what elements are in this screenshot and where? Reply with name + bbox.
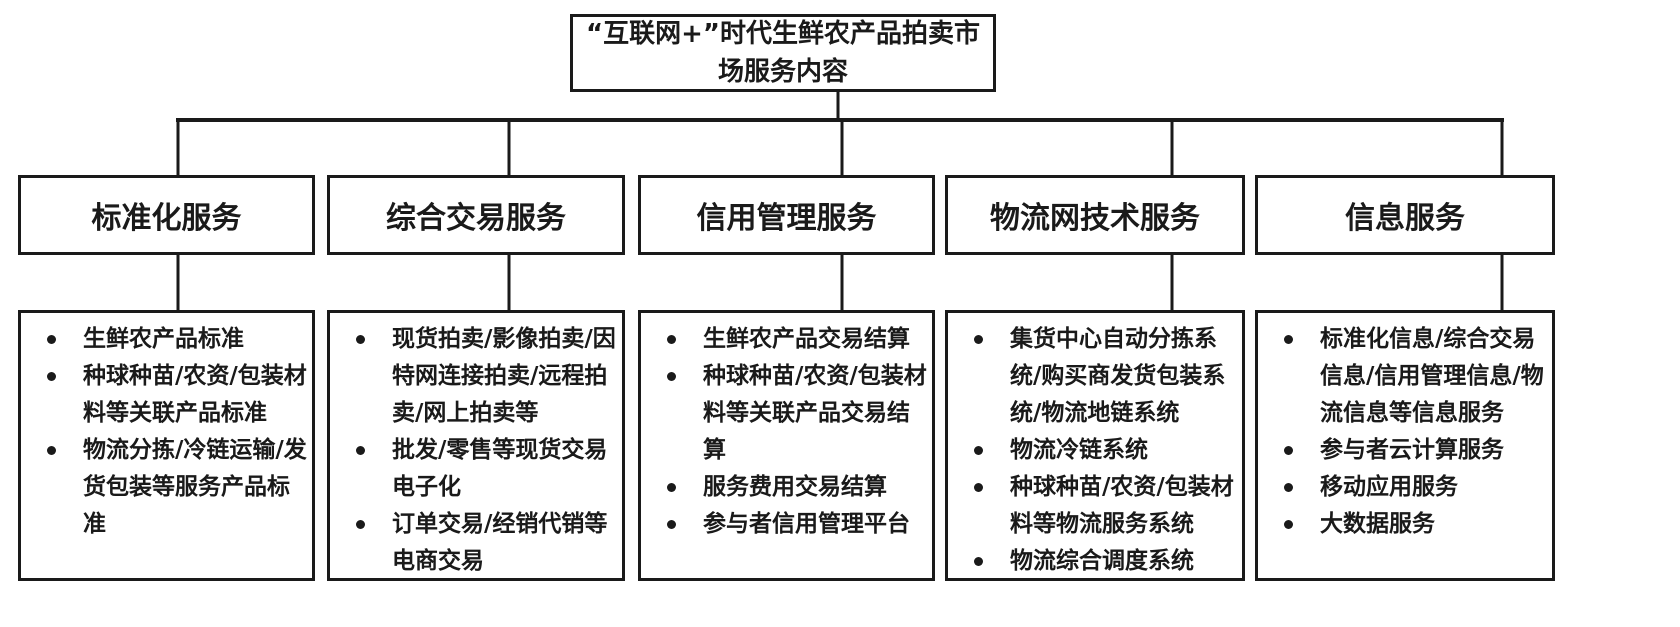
bullet-icon bbox=[356, 520, 365, 529]
list-item-text: 标准化信息/综合交易信息/信用管理信息/物流信息等信息服务 bbox=[1320, 326, 1544, 426]
list-item: 参与者信用管理平台 bbox=[641, 506, 928, 543]
bullet-list: 现货拍卖/影像拍卖/因特网连接拍卖/远程拍卖/网上拍卖等 批发/零售等现货交易电… bbox=[330, 321, 618, 578]
list-item-text: 种球种苗/农资/包装材料等关联产品交易结算 bbox=[703, 363, 927, 463]
branch-items-information: 标准化信息/综合交易信息/信用管理信息/物流信息等信息服务 参与者云计算服务 移… bbox=[1255, 310, 1555, 581]
bullet-icon bbox=[356, 335, 365, 344]
list-item: 参与者云计算服务 bbox=[1258, 432, 1548, 469]
list-item: 种球种苗/农资/包装材料等物流服务系统 bbox=[948, 469, 1238, 543]
bullet-list: 生鲜农产品交易结算 种球种苗/农资/包装材料等关联产品交易结算 服务费用交易结算… bbox=[641, 321, 928, 543]
list-item: 移动应用服务 bbox=[1258, 469, 1548, 506]
list-item: 生鲜农产品交易结算 bbox=[641, 321, 928, 358]
list-item-text: 移动应用服务 bbox=[1320, 474, 1458, 500]
bullet-icon bbox=[667, 483, 676, 492]
bullet-list: 集货中心自动分拣系统/购买商发货包装系统/物流地链系统 物流冷链系统 种球种苗/… bbox=[948, 321, 1238, 578]
bullet-icon bbox=[1284, 483, 1293, 492]
bullet-icon bbox=[974, 483, 983, 492]
bullet-icon bbox=[974, 557, 983, 566]
list-item: 现货拍卖/影像拍卖/因特网连接拍卖/远程拍卖/网上拍卖等 bbox=[330, 321, 618, 432]
bullet-list: 标准化信息/综合交易信息/信用管理信息/物流信息等信息服务 参与者云计算服务 移… bbox=[1258, 321, 1548, 543]
bullet-icon bbox=[974, 335, 983, 344]
list-item: 集货中心自动分拣系统/购买商发货包装系统/物流地链系统 bbox=[948, 321, 1238, 432]
list-item-text: 生鲜农产品标准 bbox=[83, 326, 244, 352]
list-item-text: 大数据服务 bbox=[1320, 511, 1435, 537]
list-item-text: 集货中心自动分拣系统/购买商发货包装系统/物流地链系统 bbox=[1010, 326, 1226, 426]
list-item-text: 生鲜农产品交易结算 bbox=[703, 326, 910, 352]
list-item: 物流综合调度系统 bbox=[948, 543, 1238, 578]
list-item: 标准化信息/综合交易信息/信用管理信息/物流信息等信息服务 bbox=[1258, 321, 1548, 432]
branch-header-standardization: 标准化服务 bbox=[18, 175, 315, 255]
bullet-icon bbox=[47, 372, 56, 381]
branch-items-credit: 生鲜农产品交易结算 种球种苗/农资/包装材料等关联产品交易结算 服务费用交易结算… bbox=[638, 310, 935, 581]
branch-header-information: 信息服务 bbox=[1255, 175, 1555, 255]
branch-items-logistics: 集货中心自动分拣系统/购买商发货包装系统/物流地链系统 物流冷链系统 种球种苗/… bbox=[945, 310, 1245, 581]
bullet-icon bbox=[47, 335, 56, 344]
list-item: 订单交易/经销代销等电商交易 bbox=[330, 506, 618, 578]
list-item-text: 种球种苗/农资/包装材料等物流服务系统 bbox=[1010, 474, 1234, 537]
list-item-text: 批发/零售等现货交易电子化 bbox=[392, 437, 608, 500]
list-item-text: 参与者信用管理平台 bbox=[703, 511, 910, 537]
branch-title-text: 信用管理服务 bbox=[696, 201, 877, 236]
list-item-text: 种球种苗/农资/包装材料等关联产品标准 bbox=[83, 363, 307, 426]
list-item-text: 物流分拣/冷链运输/发货包装等服务产品标准 bbox=[83, 437, 307, 537]
list-item: 大数据服务 bbox=[1258, 506, 1548, 543]
list-item-text: 现货拍卖/影像拍卖/因特网连接拍卖/远程拍卖/网上拍卖等 bbox=[392, 326, 616, 426]
list-item: 种球种苗/农资/包装材料等关联产品交易结算 bbox=[641, 358, 928, 469]
bullet-icon bbox=[1284, 520, 1293, 529]
list-item: 批发/零售等现货交易电子化 bbox=[330, 432, 618, 506]
root-title-text: “互联网+”时代生鲜农产品拍卖市场服务内容 bbox=[586, 19, 980, 87]
list-item: 种球种苗/农资/包装材料等关联产品标准 bbox=[21, 358, 308, 432]
list-item-text: 物流冷链系统 bbox=[1010, 437, 1148, 463]
branch-header-trading: 综合交易服务 bbox=[327, 175, 625, 255]
list-item: 物流冷链系统 bbox=[948, 432, 1238, 469]
bullet-list: 生鲜农产品标准 种球种苗/农资/包装材料等关联产品标准 物流分拣/冷链运输/发货… bbox=[21, 321, 308, 543]
branch-items-standardization: 生鲜农产品标准 种球种苗/农资/包装材料等关联产品标准 物流分拣/冷链运输/发货… bbox=[18, 310, 315, 581]
list-item-text: 服务费用交易结算 bbox=[703, 474, 887, 500]
branch-title-text: 综合交易服务 bbox=[386, 201, 566, 236]
list-item-text: 参与者云计算服务 bbox=[1320, 437, 1504, 463]
bullet-icon bbox=[667, 372, 676, 381]
bullet-icon bbox=[47, 446, 56, 455]
branch-title-text: 标准化服务 bbox=[91, 201, 242, 236]
bullet-icon bbox=[667, 520, 676, 529]
bullet-icon bbox=[1284, 446, 1293, 455]
list-item: 生鲜农产品标准 bbox=[21, 321, 308, 358]
branch-header-logistics: 物流网技术服务 bbox=[945, 175, 1245, 255]
list-item-text: 订单交易/经销代销等电商交易 bbox=[392, 511, 608, 574]
bullet-icon bbox=[356, 446, 365, 455]
bullet-icon bbox=[974, 446, 983, 455]
list-item: 物流分拣/冷链运输/发货包装等服务产品标准 bbox=[21, 432, 308, 543]
branch-items-trading: 现货拍卖/影像拍卖/因特网连接拍卖/远程拍卖/网上拍卖等 批发/零售等现货交易电… bbox=[327, 310, 625, 581]
root-title-box: “互联网+”时代生鲜农产品拍卖市场服务内容 bbox=[570, 14, 996, 92]
branch-title-text: 物流网技术服务 bbox=[990, 201, 1200, 236]
list-item: 服务费用交易结算 bbox=[641, 469, 928, 506]
list-item-text: 物流综合调度系统 bbox=[1010, 548, 1194, 574]
branch-title-text: 信息服务 bbox=[1345, 201, 1465, 236]
bullet-icon bbox=[1284, 335, 1293, 344]
branch-header-credit: 信用管理服务 bbox=[638, 175, 935, 255]
bullet-icon bbox=[667, 335, 676, 344]
